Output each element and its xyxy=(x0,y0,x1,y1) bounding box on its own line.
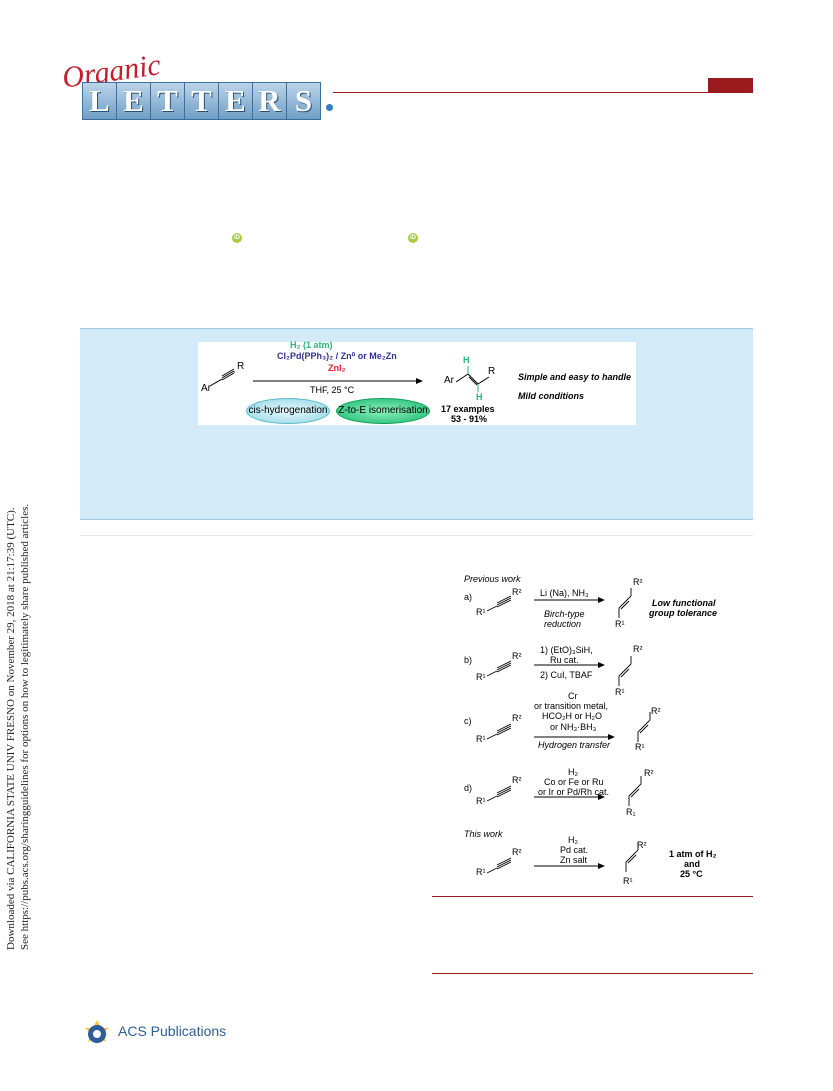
scheme-heading-this: This work xyxy=(464,829,503,839)
logo-letter: E xyxy=(218,82,253,120)
toc-yield-range: 53 - 91% xyxy=(451,414,488,424)
scheme-r1: R¹ xyxy=(615,619,625,629)
acs-logo-icon xyxy=(85,1020,109,1043)
toc-h2-label: H₂ (1 atm) xyxy=(290,340,333,350)
scheme-r2: R² xyxy=(637,840,647,850)
toc-product-ar: Ar xyxy=(444,375,454,386)
header-rule xyxy=(333,92,753,93)
scheme-r2: R² xyxy=(512,713,522,723)
scheme-r2: R² xyxy=(633,577,643,587)
toc-drawing xyxy=(209,366,490,392)
scheme-d-above-2: Co or Fe or Ru xyxy=(544,777,604,787)
scheme-a-reagent: Li (Na), NH₃ xyxy=(540,588,589,598)
toc-product-h-bottom: H xyxy=(476,392,483,402)
scheme-r2: R² xyxy=(512,587,522,597)
scheme-b-above-1: 1) (EtO)₃SiH, xyxy=(540,645,593,655)
toc-ellipse-isomerisation: Z-to-E isomerisation xyxy=(336,398,430,424)
logo-letter: L xyxy=(82,82,117,120)
scheme-figure: Previous work a) R¹ R² Li (Na), NH₃ Birc… xyxy=(462,574,752,890)
scheme-r2: R² xyxy=(512,775,522,785)
publisher-name[interactable]: ACS Publications xyxy=(118,1023,227,1039)
scheme-r1: R¹ xyxy=(476,734,486,744)
scheme-label-b: b) xyxy=(464,655,473,665)
logo-letter: T xyxy=(184,82,219,120)
toc-reactant-ar: Ar xyxy=(201,383,211,394)
download-watermark: Downloaded via CALIFORNIA STATE UNIV FRE… xyxy=(4,330,31,950)
scheme-e-above-2: Pd cat. xyxy=(560,845,589,855)
toc-product-r: R xyxy=(488,366,496,377)
scheme-r2: R² xyxy=(644,768,654,778)
scheme-d-above-3: or Ir or Pd/Rh cat. xyxy=(538,787,610,797)
scheme-heading-previous: Previous work xyxy=(464,574,521,584)
toc-ellipse-cis: cis-hydrogenation xyxy=(246,398,330,424)
scheme-a-below-2: reduction xyxy=(544,619,582,629)
download-note-line1: Downloaded via CALIFORNIA STATE UNIV FRE… xyxy=(5,507,17,950)
scheme-c-above-4: or NH₃·BH₃ xyxy=(550,722,597,732)
scheme-r1: R¹ xyxy=(476,796,486,806)
logo-letter: T xyxy=(150,82,185,120)
scheme-r2: R² xyxy=(633,644,643,654)
scheme-e-above-3: Zn salt xyxy=(560,855,588,865)
scheme-a-below-1: Birch-type xyxy=(544,609,585,619)
toc-feature-1: Simple and easy to handle xyxy=(518,372,632,382)
scheme-c-above-3: HCO₂H or H₂O xyxy=(542,711,602,721)
logo-letter: R xyxy=(252,82,287,120)
scheme-a-note-1: Low functional xyxy=(652,598,716,608)
scheme-r1: R¹ xyxy=(476,672,486,682)
scheme-e-note-2: and xyxy=(684,859,701,869)
logo-letter: E xyxy=(116,82,151,120)
logo-letter: S xyxy=(286,82,321,120)
scheme-r2: R² xyxy=(651,706,661,716)
scheme-r1: R¹ xyxy=(635,742,645,752)
scheme-r2: R² xyxy=(512,847,522,857)
scheme-drawing xyxy=(486,588,651,874)
toc-graphic: Ar R H₂ (1 atm) Cl₂Pd(PPh₃)₂ / Zn⁰ or Me… xyxy=(198,340,636,425)
scheme-r1: R¹ xyxy=(476,607,486,617)
scheme-label-d: d) xyxy=(464,783,473,793)
scheme-b-below: 2) CuI, TBAF xyxy=(540,670,593,680)
scheme-b-above-2: Ru cat. xyxy=(550,655,579,665)
scheme-c-below: Hydrogen transfer xyxy=(538,740,611,750)
scheme-rule-top xyxy=(432,896,753,897)
toc-product-h-top: H xyxy=(463,355,470,365)
header-tab xyxy=(708,78,753,92)
toc-reactant-r: R xyxy=(237,361,245,372)
scheme-e-note-3: 25 °C xyxy=(680,869,703,879)
scheme-r1-alt: R₁ xyxy=(626,807,636,817)
scheme-a-note-2: group tolerance xyxy=(649,608,718,618)
scheme-d-above-1: H₂ xyxy=(568,767,578,777)
logo-check-icon xyxy=(326,104,333,111)
scheme-e-note-1: 1 atm of H₂ xyxy=(669,849,717,859)
toc-conditions: THF, 25 °C xyxy=(310,385,355,395)
scheme-r1: R¹ xyxy=(623,876,633,886)
scheme-r2: R² xyxy=(512,651,522,661)
toc-feature-2: Mild conditions xyxy=(518,391,584,401)
scheme-e-above-1: H₂ xyxy=(568,835,578,845)
scheme-c-above-1: Cr xyxy=(568,691,578,701)
scheme-r1: R¹ xyxy=(615,687,625,697)
toc-additive: ZnI₂ xyxy=(328,363,346,373)
scheme-rule-bottom xyxy=(432,973,753,974)
download-note-line2: See https://pubs.acs.org/sharingguidelin… xyxy=(19,503,31,950)
scheme-label-a: a) xyxy=(464,592,473,602)
toc-examples: 17 examples xyxy=(441,404,495,414)
section-divider xyxy=(80,535,753,536)
scheme-r1: R¹ xyxy=(476,867,486,877)
scheme-c-above-2: or transition metal, xyxy=(534,701,609,711)
toc-catalyst: Cl₂Pd(PPh₃)₂ / Zn⁰ or Me₂Zn xyxy=(277,351,397,361)
orcid-icon[interactable]: iD xyxy=(232,233,242,243)
orcid-icon[interactable]: iD xyxy=(408,233,418,243)
scheme-label-c: c) xyxy=(464,716,472,726)
